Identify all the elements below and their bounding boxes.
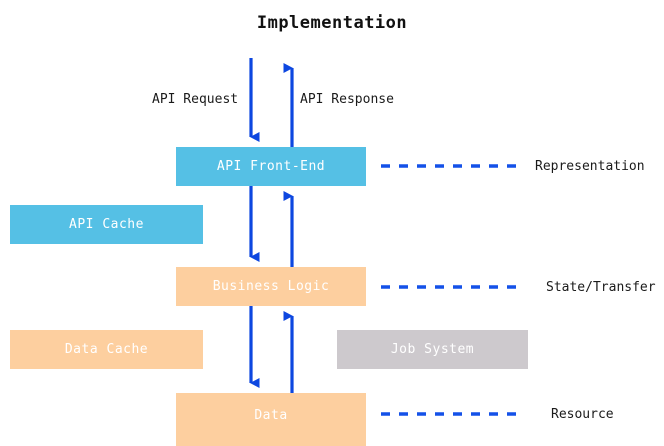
node-label-data-cache: Data Cache xyxy=(64,342,149,357)
node-business-logic[interactable]: Business Logic xyxy=(176,267,366,306)
node-job-system[interactable]: Job System xyxy=(337,330,528,369)
node-label-job-system: Job System xyxy=(390,342,475,357)
node-data-cache[interactable]: Data Cache xyxy=(10,330,203,369)
arrow-label-api-request: API Request xyxy=(152,92,239,107)
layer-label-representation: Representation xyxy=(535,159,645,174)
layer-label-state-transfer: State/Transfer xyxy=(546,280,656,295)
node-data[interactable]: Data xyxy=(176,393,366,446)
arrow-label-api-response: API Response xyxy=(300,92,394,107)
page-title: Implementation xyxy=(256,13,408,33)
node-api-front-end[interactable]: API Front-End xyxy=(176,147,366,186)
node-api-cache[interactable]: API Cache xyxy=(10,205,203,244)
layer-label-resource: Resource xyxy=(551,407,614,422)
node-label-api-front-end: API Front-End xyxy=(216,159,326,174)
node-label-data: Data xyxy=(254,408,288,423)
node-label-business-logic: Business Logic xyxy=(212,279,330,294)
node-label-api-cache: API Cache xyxy=(69,217,144,232)
